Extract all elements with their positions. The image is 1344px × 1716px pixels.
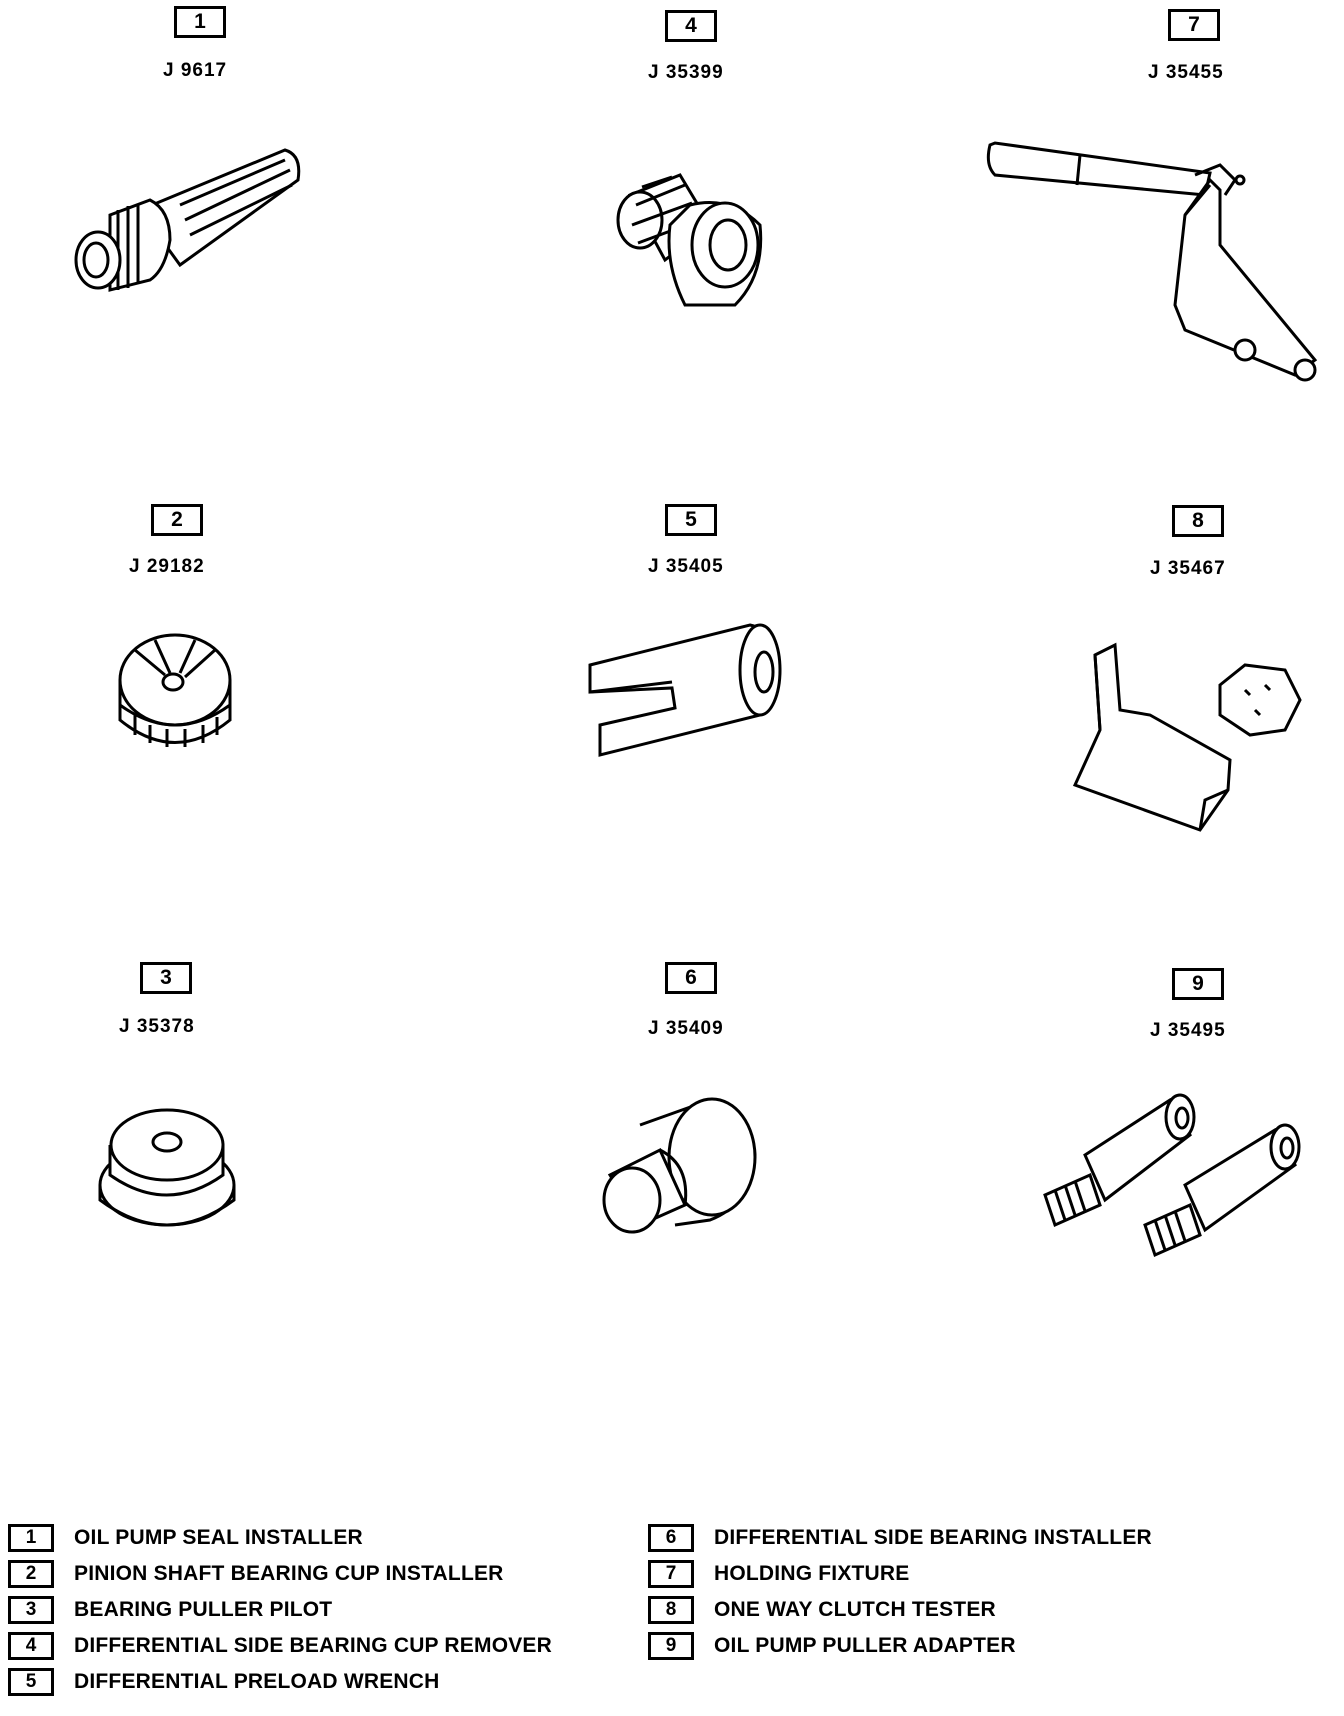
legend-number-box: 5 xyxy=(8,1668,54,1696)
bearing-puller-pilot-illustration xyxy=(95,1085,240,1235)
legend-number-box: 2 xyxy=(8,1560,54,1588)
differential-side-bearing-cup-remover-illustration xyxy=(610,165,780,315)
legend-text: DIFFERENTIAL PRELOAD WRENCH xyxy=(74,1670,440,1693)
legend-text: DIFFERENTIAL SIDE BEARING INSTALLER xyxy=(714,1526,1152,1549)
legend-number-box: 7 xyxy=(648,1560,694,1588)
part-number: J 35378 xyxy=(119,1016,195,1037)
legend-text: PINION SHAFT BEARING CUP INSTALLER xyxy=(74,1562,504,1585)
legend-item: 6 DIFFERENTIAL SIDE BEARING INSTALLER xyxy=(648,1520,1152,1556)
legend-number-box: 9 xyxy=(648,1632,694,1660)
legend-number-box: 4 xyxy=(8,1632,54,1660)
oil-pump-seal-installer-illustration xyxy=(70,130,300,300)
oil-pump-puller-adapter-illustration xyxy=(1040,1085,1300,1260)
legend-item: 5 DIFFERENTIAL PRELOAD WRENCH xyxy=(8,1664,552,1700)
tool-number-box: 1 xyxy=(174,6,226,38)
legend-text: HOLDING FIXTURE xyxy=(714,1562,910,1585)
legend-text: BEARING PULLER PILOT xyxy=(74,1598,333,1621)
part-number: J 35467 xyxy=(1150,558,1226,579)
legend-item: 3 BEARING PULLER PILOT xyxy=(8,1592,552,1628)
legend-right: 6 DIFFERENTIAL SIDE BEARING INSTALLER 7 … xyxy=(648,1520,1152,1664)
legend-text: OIL PUMP SEAL INSTALLER xyxy=(74,1526,363,1549)
legend-number-box: 3 xyxy=(8,1596,54,1624)
legend-text: OIL PUMP PULLER ADAPTER xyxy=(714,1634,1016,1657)
legend-text: DIFFERENTIAL SIDE BEARING CUP REMOVER xyxy=(74,1634,553,1657)
tool-number-box: 3 xyxy=(140,962,192,994)
part-number: J 35455 xyxy=(1148,62,1224,83)
part-number: J 9617 xyxy=(163,60,228,81)
legend-left: 1 OIL PUMP SEAL INSTALLER 2 PINION SHAFT… xyxy=(8,1520,552,1700)
one-way-clutch-tester-illustration xyxy=(1070,640,1300,840)
tool-number-box: 7 xyxy=(1168,9,1220,41)
tool-number-box: 9 xyxy=(1172,968,1224,1000)
tool-number-box: 5 xyxy=(665,504,717,536)
tool-number-box: 8 xyxy=(1172,505,1224,537)
pinion-shaft-bearing-cup-installer-illustration xyxy=(115,625,245,765)
legend-item: 8 ONE WAY CLUTCH TESTER xyxy=(648,1592,1152,1628)
legend-item: 9 OIL PUMP PULLER ADAPTER xyxy=(648,1628,1152,1664)
legend-number-box: 1 xyxy=(8,1524,54,1552)
legend-number-box: 6 xyxy=(648,1524,694,1552)
legend-item: 1 OIL PUMP SEAL INSTALLER xyxy=(8,1520,552,1556)
part-number: J 29182 xyxy=(129,556,205,577)
part-number: J 35495 xyxy=(1150,1020,1226,1041)
tool-number-box: 4 xyxy=(665,10,717,42)
holding-fixture-illustration xyxy=(985,135,1340,400)
legend-item: 2 PINION SHAFT BEARING CUP INSTALLER xyxy=(8,1556,552,1592)
tool-number-box: 6 xyxy=(665,962,717,994)
part-number: J 35399 xyxy=(648,62,724,83)
legend-item: 4 DIFFERENTIAL SIDE BEARING CUP REMOVER xyxy=(8,1628,552,1664)
differential-preload-wrench-illustration xyxy=(580,620,800,760)
tool-number-box: 2 xyxy=(151,504,203,536)
legend-number-box: 8 xyxy=(648,1596,694,1624)
part-number: J 35405 xyxy=(648,556,724,577)
differential-side-bearing-installer-illustration xyxy=(600,1095,760,1235)
legend-text: ONE WAY CLUTCH TESTER xyxy=(714,1598,996,1621)
legend-item: 7 HOLDING FIXTURE xyxy=(648,1556,1152,1592)
part-number: J 35409 xyxy=(648,1018,724,1039)
